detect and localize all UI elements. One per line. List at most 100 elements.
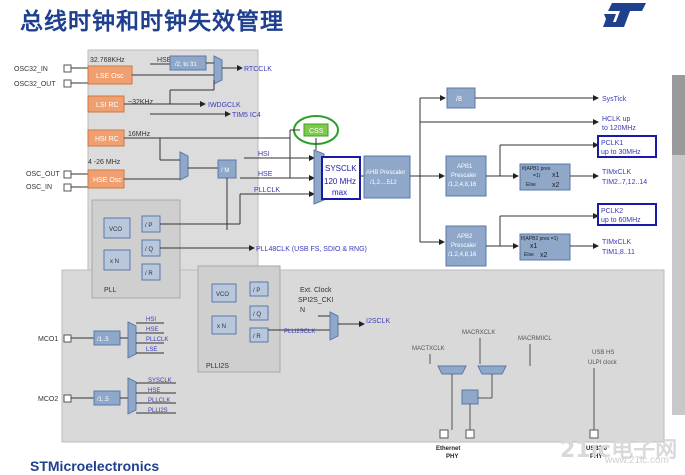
tim1-eq: =1) xyxy=(533,173,541,179)
mco2-pllclk: PLLCLK xyxy=(148,398,170,404)
apb1-label1: APB1 xyxy=(457,164,473,170)
ext-clock-label1: Ext. Clock xyxy=(300,287,332,294)
footer-brand: STMicroelectronics xyxy=(30,458,160,474)
osc32-in-label: OSC32_IN xyxy=(14,66,48,73)
osc32-in-pin xyxy=(63,64,72,73)
mac-mux-left xyxy=(437,365,467,375)
pll-xn-block xyxy=(103,249,131,271)
plli2s-vco-block xyxy=(211,283,237,303)
i2s-mux xyxy=(329,311,339,341)
osc32-out-pin xyxy=(63,79,72,88)
macrxclk-label: MACRXCLK xyxy=(462,330,495,336)
iwdgclk-label: IWDGCLK xyxy=(208,102,241,109)
eth-clk-pin xyxy=(465,429,475,439)
plli2s-p-label: / P xyxy=(253,288,260,294)
mco1-label: MCO1 xyxy=(38,336,58,343)
ext-clock-label2: SPI2S_CKI xyxy=(298,297,333,304)
freq-16m: 16MHz xyxy=(128,131,151,138)
pclk2-label2: up to 60MHz xyxy=(601,217,641,224)
scrollbar-thumb[interactable] xyxy=(672,75,685,155)
ahb-prescaler-block xyxy=(363,155,411,199)
plli2s-p-block xyxy=(249,281,269,297)
osc-in-pin xyxy=(63,183,72,192)
usb-phy-label2: PHY xyxy=(590,454,602,460)
mco2-sysclk: SYSCLK xyxy=(148,378,172,384)
mco2-pin xyxy=(63,394,72,403)
slide-title: 总线时钟和时钟失效管理 xyxy=(20,9,284,35)
st-logo-icon xyxy=(603,3,646,27)
apb2-label2: Prescaler xyxy=(451,243,476,249)
ahb-label1: AHB Prescaler xyxy=(366,170,405,176)
timx1-label2: TIM2..7,12..14 xyxy=(602,179,647,186)
timx2-label1: TIMxCLK xyxy=(602,239,632,246)
apb2-prescaler-block xyxy=(445,225,487,267)
div8-label: /8 xyxy=(456,96,462,103)
osc-out-pin xyxy=(63,170,72,179)
pll-q-label: / Q xyxy=(145,247,153,253)
plli2s-q-label: / Q xyxy=(253,312,261,318)
hclk-label1: HCLK up xyxy=(602,116,631,123)
ethernet-phy-label2: PHY xyxy=(446,454,458,460)
mac-divider-block xyxy=(461,389,479,405)
tim2-if: If(APB2 pres =1) xyxy=(521,236,558,242)
scrollbar[interactable] xyxy=(672,75,685,415)
sysclk-highlight-box xyxy=(321,156,361,200)
ethernet-phy-label1: Ethernet xyxy=(436,446,460,452)
plli2s-xn-block xyxy=(211,315,237,335)
plli2s-vco-label: VCO xyxy=(216,292,229,298)
i2sclk-label: I2SCLK xyxy=(366,318,390,325)
mco2-hse: HSE xyxy=(148,388,160,394)
watermark-url: www.21ic.com xyxy=(605,455,669,466)
tim2-x2: x2 xyxy=(540,252,548,259)
lse-osc-label: LSE Osc xyxy=(96,73,124,80)
hse-osc-label: HSE Osc xyxy=(93,177,122,184)
mco1-pin xyxy=(63,334,72,343)
apb1-prescaler-block xyxy=(445,155,487,197)
ahb-label2: /1,2....512 xyxy=(370,180,397,186)
tim1-else: Else xyxy=(526,182,536,188)
rtc-divider-label: /2, to 31 xyxy=(175,62,197,68)
usbhs-label2: ULPI clock xyxy=(588,360,618,366)
usb-pin xyxy=(589,429,599,439)
tim1-x2: x2 xyxy=(552,182,560,189)
pclk2-label1: PCLK2 xyxy=(601,208,623,215)
mac-mux-right xyxy=(477,365,507,375)
mco2-label: MCO2 xyxy=(38,396,58,403)
pll-r-block xyxy=(141,263,161,281)
timx1-label1: TIMxCLK xyxy=(602,169,632,176)
css-block xyxy=(303,123,329,137)
css-label: CSS xyxy=(309,128,324,135)
sysclk-max2: max xyxy=(332,188,347,197)
freq-32k: 32.768KHz xyxy=(90,57,125,64)
pclk1-label2: up to 30MHz xyxy=(601,149,641,156)
mco1-mux xyxy=(127,321,137,359)
rtcclk-label: RTCCLK xyxy=(244,66,272,73)
mco1-divider-label: /1..5 xyxy=(97,337,109,343)
freq-32: ~32KHz xyxy=(128,99,154,106)
tim2-x1: x1 xyxy=(530,243,538,250)
sysclk-label: SYSCLK xyxy=(325,164,357,173)
hsi-sys-label: HSI xyxy=(258,151,270,158)
plli2s-r-block xyxy=(249,327,269,343)
apb2-label3: /1,2,4,8,16 xyxy=(448,252,477,258)
pll-vco-block xyxy=(103,217,131,239)
tim5-ic4-label: TIM5 IC4 xyxy=(232,112,261,119)
apb2-label1: APB2 xyxy=(457,234,473,240)
plli2s-xn-label: x N xyxy=(217,324,226,330)
plli2s-label: PLLI2S xyxy=(206,363,229,370)
apb1-label2: Prescaler xyxy=(451,173,476,179)
osc-in-label: OSC_IN xyxy=(26,184,52,191)
pll-r-label: / R xyxy=(145,271,153,277)
pclk1-highlight-box xyxy=(597,135,657,158)
rtc-mux xyxy=(213,55,223,85)
pll48clk-label: PLL48CLK (USB FS, SDIO & RNG) xyxy=(256,246,367,253)
pclk2-highlight-box xyxy=(597,203,657,226)
usb-phy-label1: USB2.0 xyxy=(586,446,608,452)
systick-label: SysTick xyxy=(602,96,627,103)
mco1-lse: LSE xyxy=(146,347,157,353)
pll-source-mux xyxy=(179,151,189,181)
plli2s-q-block xyxy=(249,305,269,321)
usbhs-label1: USB HS xyxy=(592,350,614,356)
tim1-x1: x1 xyxy=(552,172,560,179)
